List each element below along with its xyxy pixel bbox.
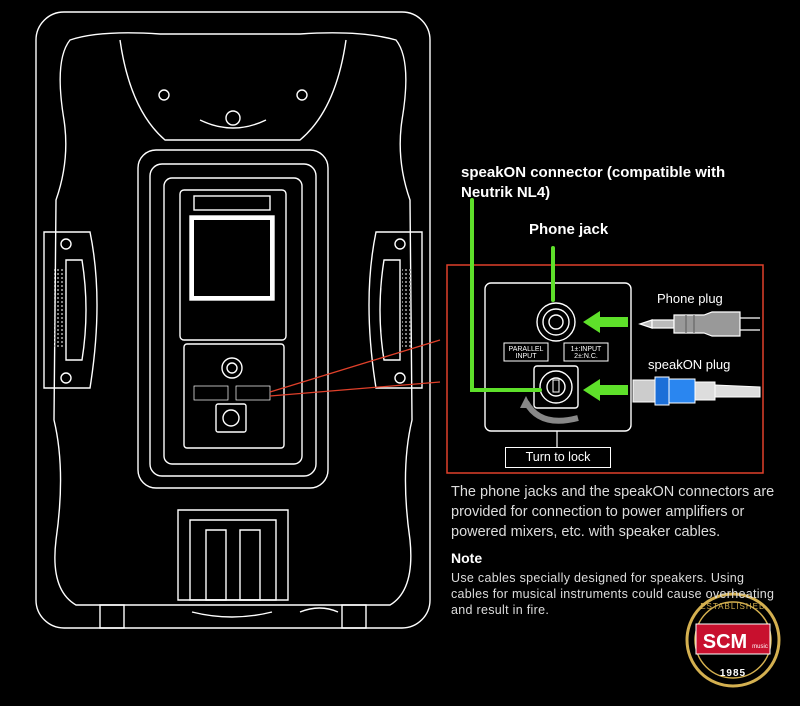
- speaker-cabinet: [35, 11, 431, 629]
- label-phone-plug: Phone plug: [657, 291, 723, 306]
- speakon-plug-illustration: [632, 376, 761, 406]
- green-callout-lines: [470, 198, 555, 392]
- badge-year: 1985: [720, 668, 746, 679]
- panel-text-parallel: PARALLEL: [509, 346, 544, 353]
- mini-panel-labels: [193, 385, 271, 401]
- note-title: Note: [451, 550, 483, 566]
- zoom-connector-panel: [484, 282, 632, 447]
- panel-text-pin1: 1±:INPUT: [571, 346, 602, 353]
- green-arrows: [583, 311, 628, 401]
- panel-text-pin2: 2±:N.C.: [574, 353, 598, 360]
- label-speakon-connector: speakON connector (compatible with Neutr…: [461, 164, 726, 201]
- label-phone-jack: Phone jack: [529, 221, 609, 238]
- scm-badge: ESTABLISHED SCM music 1985: [685, 592, 781, 688]
- label-turn-to-lock: Turn to lock: [505, 447, 611, 468]
- badge-sub: music: [752, 644, 768, 650]
- panel-text-input: INPUT: [516, 353, 538, 360]
- badge-brand: SCM: [703, 631, 747, 653]
- description-text: The phone jacks and the speakON connecto…: [451, 484, 775, 540]
- note-text: Use cables specially designed for speake…: [451, 571, 775, 617]
- badge-top: ESTABLISHED: [700, 602, 766, 611]
- zoom-leader-lines: [269, 339, 441, 397]
- label-speakon-plug: speakON plug: [648, 357, 731, 372]
- zoom-inset-frame: [446, 264, 764, 474]
- phone-plug-illustration: [638, 311, 760, 337]
